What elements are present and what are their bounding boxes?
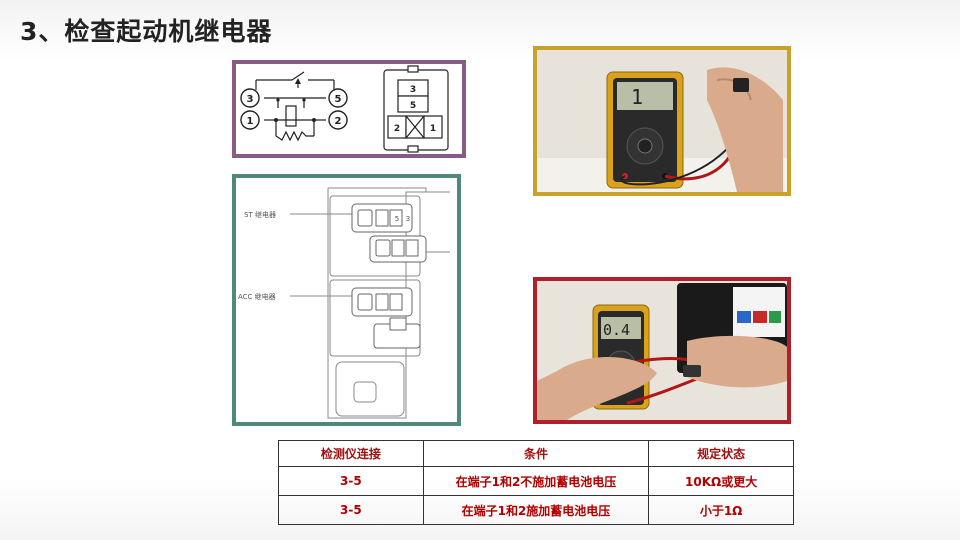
relay-schematic-diagram: 3 5 1 2 3 5 2 1 xyxy=(240,65,449,153)
photo2-meter-display: 0.4 xyxy=(603,321,630,339)
terminal-5-label: 5 xyxy=(335,94,342,105)
slide-title: 3、检查起动机继电器 xyxy=(20,17,273,46)
table-row: 3-5 在端子1和2施加蓄电池电压 小于1Ω xyxy=(278,495,794,525)
terminal-1-label: 1 xyxy=(247,116,254,127)
row1-condition: 在端子1和2不施加蓄电池电压 xyxy=(422,466,650,496)
terminal-3-label: 3 xyxy=(247,94,254,105)
multimeter-photo-1-image: 1 xyxy=(537,50,787,192)
row2-spec: 小于1Ω xyxy=(648,495,794,525)
connector-pin-2: 2 xyxy=(394,124,400,134)
table-header-row: 检测仪连接 条件 规定状态 xyxy=(278,440,794,467)
connector-pin-1: 1 xyxy=(430,124,436,134)
row2-connection: 3-5 xyxy=(278,495,424,525)
multimeter-photo-1: 1 xyxy=(533,46,791,196)
row2-condition: 在端子1和2施加蓄电池电压 xyxy=(422,495,650,525)
row1-spec: 10KΩ或更大 xyxy=(648,466,794,496)
terminal-2-circle xyxy=(328,110,348,130)
terminal-2-label: 2 xyxy=(335,116,342,127)
st-relay-pin-3: 3 xyxy=(406,215,410,223)
relay-location-frame: 5 3 ST 继电器 ACC 继电器 xyxy=(232,174,461,426)
connector-pin-3: 3 xyxy=(410,85,416,95)
terminal-5-circle xyxy=(328,88,348,108)
relay-location-diagram: 5 3 ST 继电器 ACC 继电器 xyxy=(238,187,450,419)
header-tester-connection: 检测仪连接 xyxy=(278,440,424,467)
row1-connection: 3-5 xyxy=(278,466,424,496)
multimeter-photo-2-image: 0.4 xyxy=(537,281,787,420)
photo1-meter-display: 1 xyxy=(631,85,643,109)
connector-pin-5: 5 xyxy=(410,101,416,111)
terminal-3-circle xyxy=(240,88,260,108)
terminal-1-circle xyxy=(240,110,260,130)
table-row: 3-5 在端子1和2不施加蓄电池电压 10KΩ或更大 xyxy=(278,466,794,496)
multimeter-photo-2: 0.4 xyxy=(533,277,791,424)
st-relay-label: ST 继电器 xyxy=(244,210,276,219)
relay-schematic-frame: 3 5 1 2 3 5 2 1 xyxy=(232,60,466,158)
acc-relay-label: ACC 继电器 xyxy=(238,292,276,301)
header-condition: 条件 xyxy=(422,440,650,467)
header-specified-condition: 规定状态 xyxy=(648,440,794,467)
st-relay-pin-5: 5 xyxy=(395,215,399,223)
relay-spec-table: 检测仪连接 条件 规定状态 3-5 在端子1和2不施加蓄电池电压 10KΩ或更大… xyxy=(278,440,794,525)
